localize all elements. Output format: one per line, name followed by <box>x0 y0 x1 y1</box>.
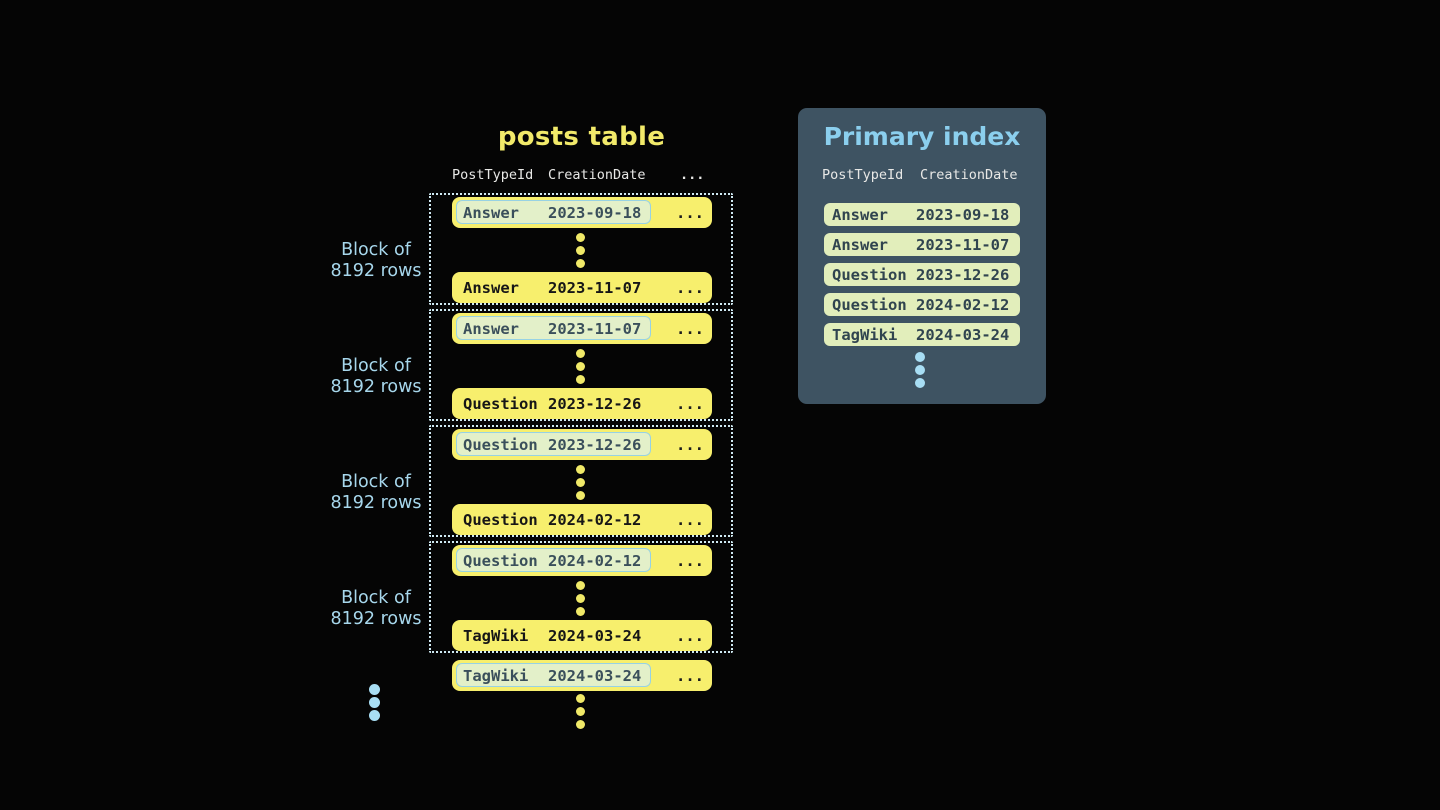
block-label-line1: Block of <box>341 240 411 260</box>
cell-post-type: TagWiki <box>463 666 529 685</box>
table-row-block1-first: Answer 2023-09-18 ... <box>452 197 712 228</box>
cell-creation-date: 2024-03-24 <box>916 325 1010 344</box>
index-entry-4: Question 2024-02-12 <box>824 293 1020 316</box>
column-header-posttypeid: PostTypeId <box>452 167 534 183</box>
block-label-2: Block of 8192 rows <box>296 356 456 398</box>
block-label-line2: 8192 rows <box>330 493 422 513</box>
table-row-block3-last: Question 2024-02-12 ... <box>452 504 712 535</box>
column-header-more: ... <box>680 167 705 183</box>
cell-post-type: TagWiki <box>832 325 898 344</box>
index-entry-3: Question 2023-12-26 <box>824 263 1020 286</box>
primary-index-title: Primary index <box>823 122 1021 151</box>
block-label-1: Block of 8192 rows <box>296 240 456 282</box>
cell-post-type: Answer <box>463 203 519 222</box>
block-label-line1: Block of <box>341 588 411 608</box>
cell-creation-date: 2024-03-24 <box>548 666 642 685</box>
block-label-4: Block of 8192 rows <box>296 588 456 630</box>
cell-creation-date: 2024-03-24 <box>548 626 642 645</box>
table-row-block4-last: TagWiki 2024-03-24 ... <box>452 620 712 651</box>
block-2: Answer 2023-11-07 ... Question 2023-12-2… <box>429 309 733 421</box>
block-3: Question 2023-12-26 ... Question 2024-02… <box>429 425 733 537</box>
index-entry-2: Answer 2023-11-07 <box>824 233 1020 256</box>
table-row-block2-last: Question 2023-12-26 ... <box>452 388 712 419</box>
cell-post-type: Answer <box>832 205 888 224</box>
block-label-line1: Block of <box>341 356 411 376</box>
index-entry-highlight <box>456 200 651 224</box>
index-entry-highlight <box>456 432 651 456</box>
cell-post-type: Question <box>463 551 538 570</box>
cell-creation-date: 2023-09-18 <box>916 205 1010 224</box>
cell-creation-date: 2023-11-07 <box>548 319 642 338</box>
cell-post-type: Answer <box>463 319 519 338</box>
cell-creation-date: 2024-02-12 <box>548 510 642 529</box>
ellipsis-dots-vertical <box>576 465 585 500</box>
cell-creation-date: 2023-12-26 <box>916 265 1010 284</box>
table-row-block4-first: Question 2024-02-12 ... <box>452 545 712 576</box>
cell-post-type: Question <box>463 435 538 454</box>
cell-post-type: Answer <box>832 235 888 254</box>
cell-post-type: Question <box>832 265 907 284</box>
block-1: Answer 2023-09-18 ... Answer 2023-11-07 … <box>429 193 733 305</box>
cell-creation-date: 2023-12-26 <box>548 394 642 413</box>
cell-post-type: Question <box>463 510 538 529</box>
cell-creation-date: 2024-02-12 <box>916 295 1010 314</box>
ellipsis-dots-vertical <box>576 233 585 268</box>
block-label-3: Block of 8192 rows <box>296 472 456 514</box>
cell-more-columns: ... <box>676 666 704 685</box>
block-label-line2: 8192 rows <box>330 377 422 397</box>
cell-more-columns: ... <box>676 435 704 454</box>
cell-more-columns: ... <box>676 551 704 570</box>
cell-post-type: Question <box>463 394 538 413</box>
posts-table-column-headers: PostTypeId CreationDate ... <box>430 167 733 183</box>
block-4: Question 2024-02-12 ... TagWiki 2024-03-… <box>429 541 733 653</box>
ellipsis-dots-vertical <box>576 581 585 616</box>
more-blocks-dots <box>369 684 380 721</box>
cell-creation-date: 2023-11-07 <box>916 235 1010 254</box>
cell-more-columns: ... <box>676 319 704 338</box>
table-row-overflow: TagWiki 2024-03-24 ... <box>452 660 712 691</box>
cell-more-columns: ... <box>676 203 704 222</box>
column-header-posttypeid: PostTypeId <box>822 167 904 183</box>
block-label-line1: Block of <box>341 472 411 492</box>
index-entry-highlight <box>456 316 651 340</box>
index-entry-highlight <box>456 548 651 572</box>
column-header-creationdate: CreationDate <box>920 167 1018 183</box>
index-entry-5: TagWiki 2024-03-24 <box>824 323 1020 346</box>
table-row-block3-first: Question 2023-12-26 ... <box>452 429 712 460</box>
cell-post-type: Answer <box>463 278 519 297</box>
cell-post-type: Question <box>832 295 907 314</box>
primary-index-column-headers: PostTypeId CreationDate <box>798 167 1046 183</box>
block-label-line2: 8192 rows <box>330 609 422 629</box>
ellipsis-dots-vertical <box>576 349 585 384</box>
table-row-block1-last: Answer 2023-11-07 ... <box>452 272 712 303</box>
block-label-line2: 8192 rows <box>330 261 422 281</box>
cell-creation-date: 2023-12-26 <box>548 435 642 454</box>
cell-creation-date: 2023-11-07 <box>548 278 642 297</box>
cell-more-columns: ... <box>676 510 704 529</box>
cell-creation-date: 2024-02-12 <box>548 551 642 570</box>
cell-more-columns: ... <box>676 278 704 297</box>
posts-table-title: posts table <box>497 122 666 152</box>
more-rows-dots <box>576 694 585 729</box>
more-index-entries-dots <box>915 352 925 388</box>
cell-more-columns: ... <box>676 394 704 413</box>
cell-post-type: TagWiki <box>463 626 529 645</box>
primary-index-panel: Primary index PostTypeId CreationDate An… <box>798 108 1046 404</box>
index-entry-1: Answer 2023-09-18 <box>824 203 1020 226</box>
index-entry-highlight <box>456 663 651 687</box>
column-header-creationdate: CreationDate <box>548 167 646 183</box>
cell-more-columns: ... <box>676 626 704 645</box>
table-row-block2-first: Answer 2023-11-07 ... <box>452 313 712 344</box>
cell-creation-date: 2023-09-18 <box>548 203 642 222</box>
